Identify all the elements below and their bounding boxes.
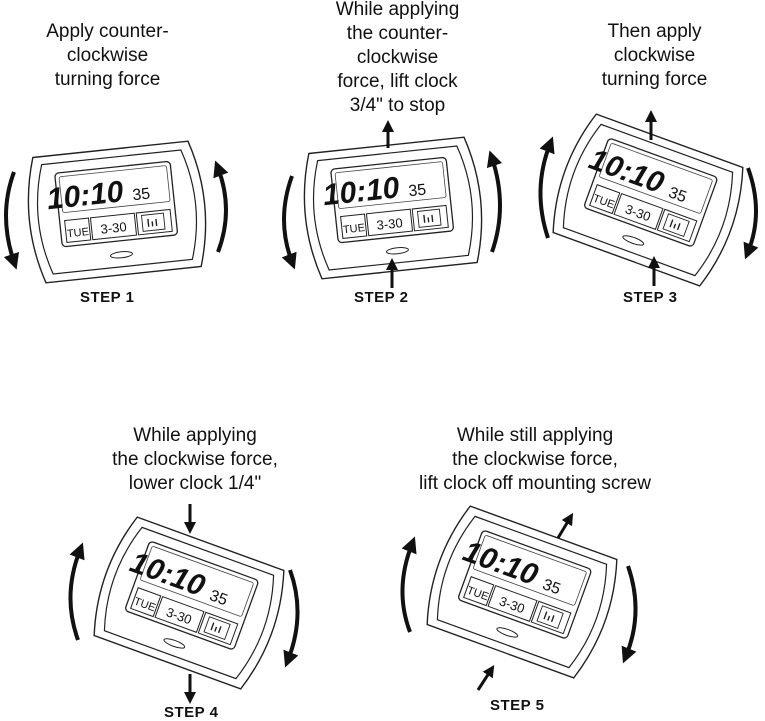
step-2-caption: While applying the counter- clockwise fo… bbox=[335, 0, 460, 116]
clockwise-arrow-right bbox=[743, 167, 759, 260]
counterclockwise-arrow-left bbox=[281, 175, 297, 270]
clockwise-arrow-left bbox=[538, 136, 555, 239]
lcd-time: 10:10 bbox=[45, 175, 125, 216]
step-2-label: STEP 2 bbox=[354, 289, 409, 306]
step-5-label: STEP 5 bbox=[490, 697, 545, 714]
lcd-date: 3-30 bbox=[376, 215, 403, 233]
clockwise-arrow-right bbox=[621, 565, 638, 664]
lcd-seconds: 35 bbox=[132, 185, 152, 204]
clockwise-arrow-right bbox=[283, 569, 300, 668]
step-1-label: STEP 1 bbox=[80, 289, 135, 306]
step-3-clock: 10:10 35 TUE 3-30 bbox=[543, 110, 753, 290]
lcd-day: TUE bbox=[66, 226, 89, 240]
clockwise-arrow-left bbox=[400, 536, 417, 633]
step-4-clock: 10:10 35 TUE 3-30 bbox=[84, 513, 294, 693]
step-5-clock: 10:10 35 TUE 3-30 bbox=[417, 502, 627, 682]
lcd-time: 10:10 bbox=[321, 171, 401, 212]
lcd-date: 3-30 bbox=[100, 219, 127, 237]
lcd-seconds: 35 bbox=[540, 576, 563, 598]
step-5-caption: While still applying the clockwise force… bbox=[419, 425, 651, 494]
lcd-seconds: 35 bbox=[666, 184, 689, 206]
step-4-label: STEP 4 bbox=[164, 704, 219, 721]
diagonal-arrow-top bbox=[556, 512, 574, 539]
counterclockwise-arrow-right bbox=[213, 160, 229, 253]
lcd-seconds: 35 bbox=[408, 181, 428, 200]
counterclockwise-arrow-right bbox=[486, 150, 503, 253]
lcd-seconds: 35 bbox=[207, 587, 230, 609]
step-3-label: STEP 3 bbox=[623, 289, 678, 306]
step-1-caption: Apply counter- clockwise turning force bbox=[46, 21, 169, 90]
step-2-clock: 10:10 35 TUE 3-30 bbox=[298, 135, 488, 281]
diagonal-arrow-bottom bbox=[476, 664, 495, 691]
lcd-day: TUE bbox=[342, 222, 365, 236]
clockwise-arrow-left bbox=[68, 542, 85, 641]
step-3-caption: Then apply clockwise turning force bbox=[601, 21, 708, 90]
counterclockwise-arrow-left bbox=[3, 171, 19, 270]
step-4-caption: While applying the clockwise force, lowe… bbox=[112, 425, 278, 494]
step-1-clock: 10:10 35 TUE 3-30 bbox=[22, 139, 212, 285]
